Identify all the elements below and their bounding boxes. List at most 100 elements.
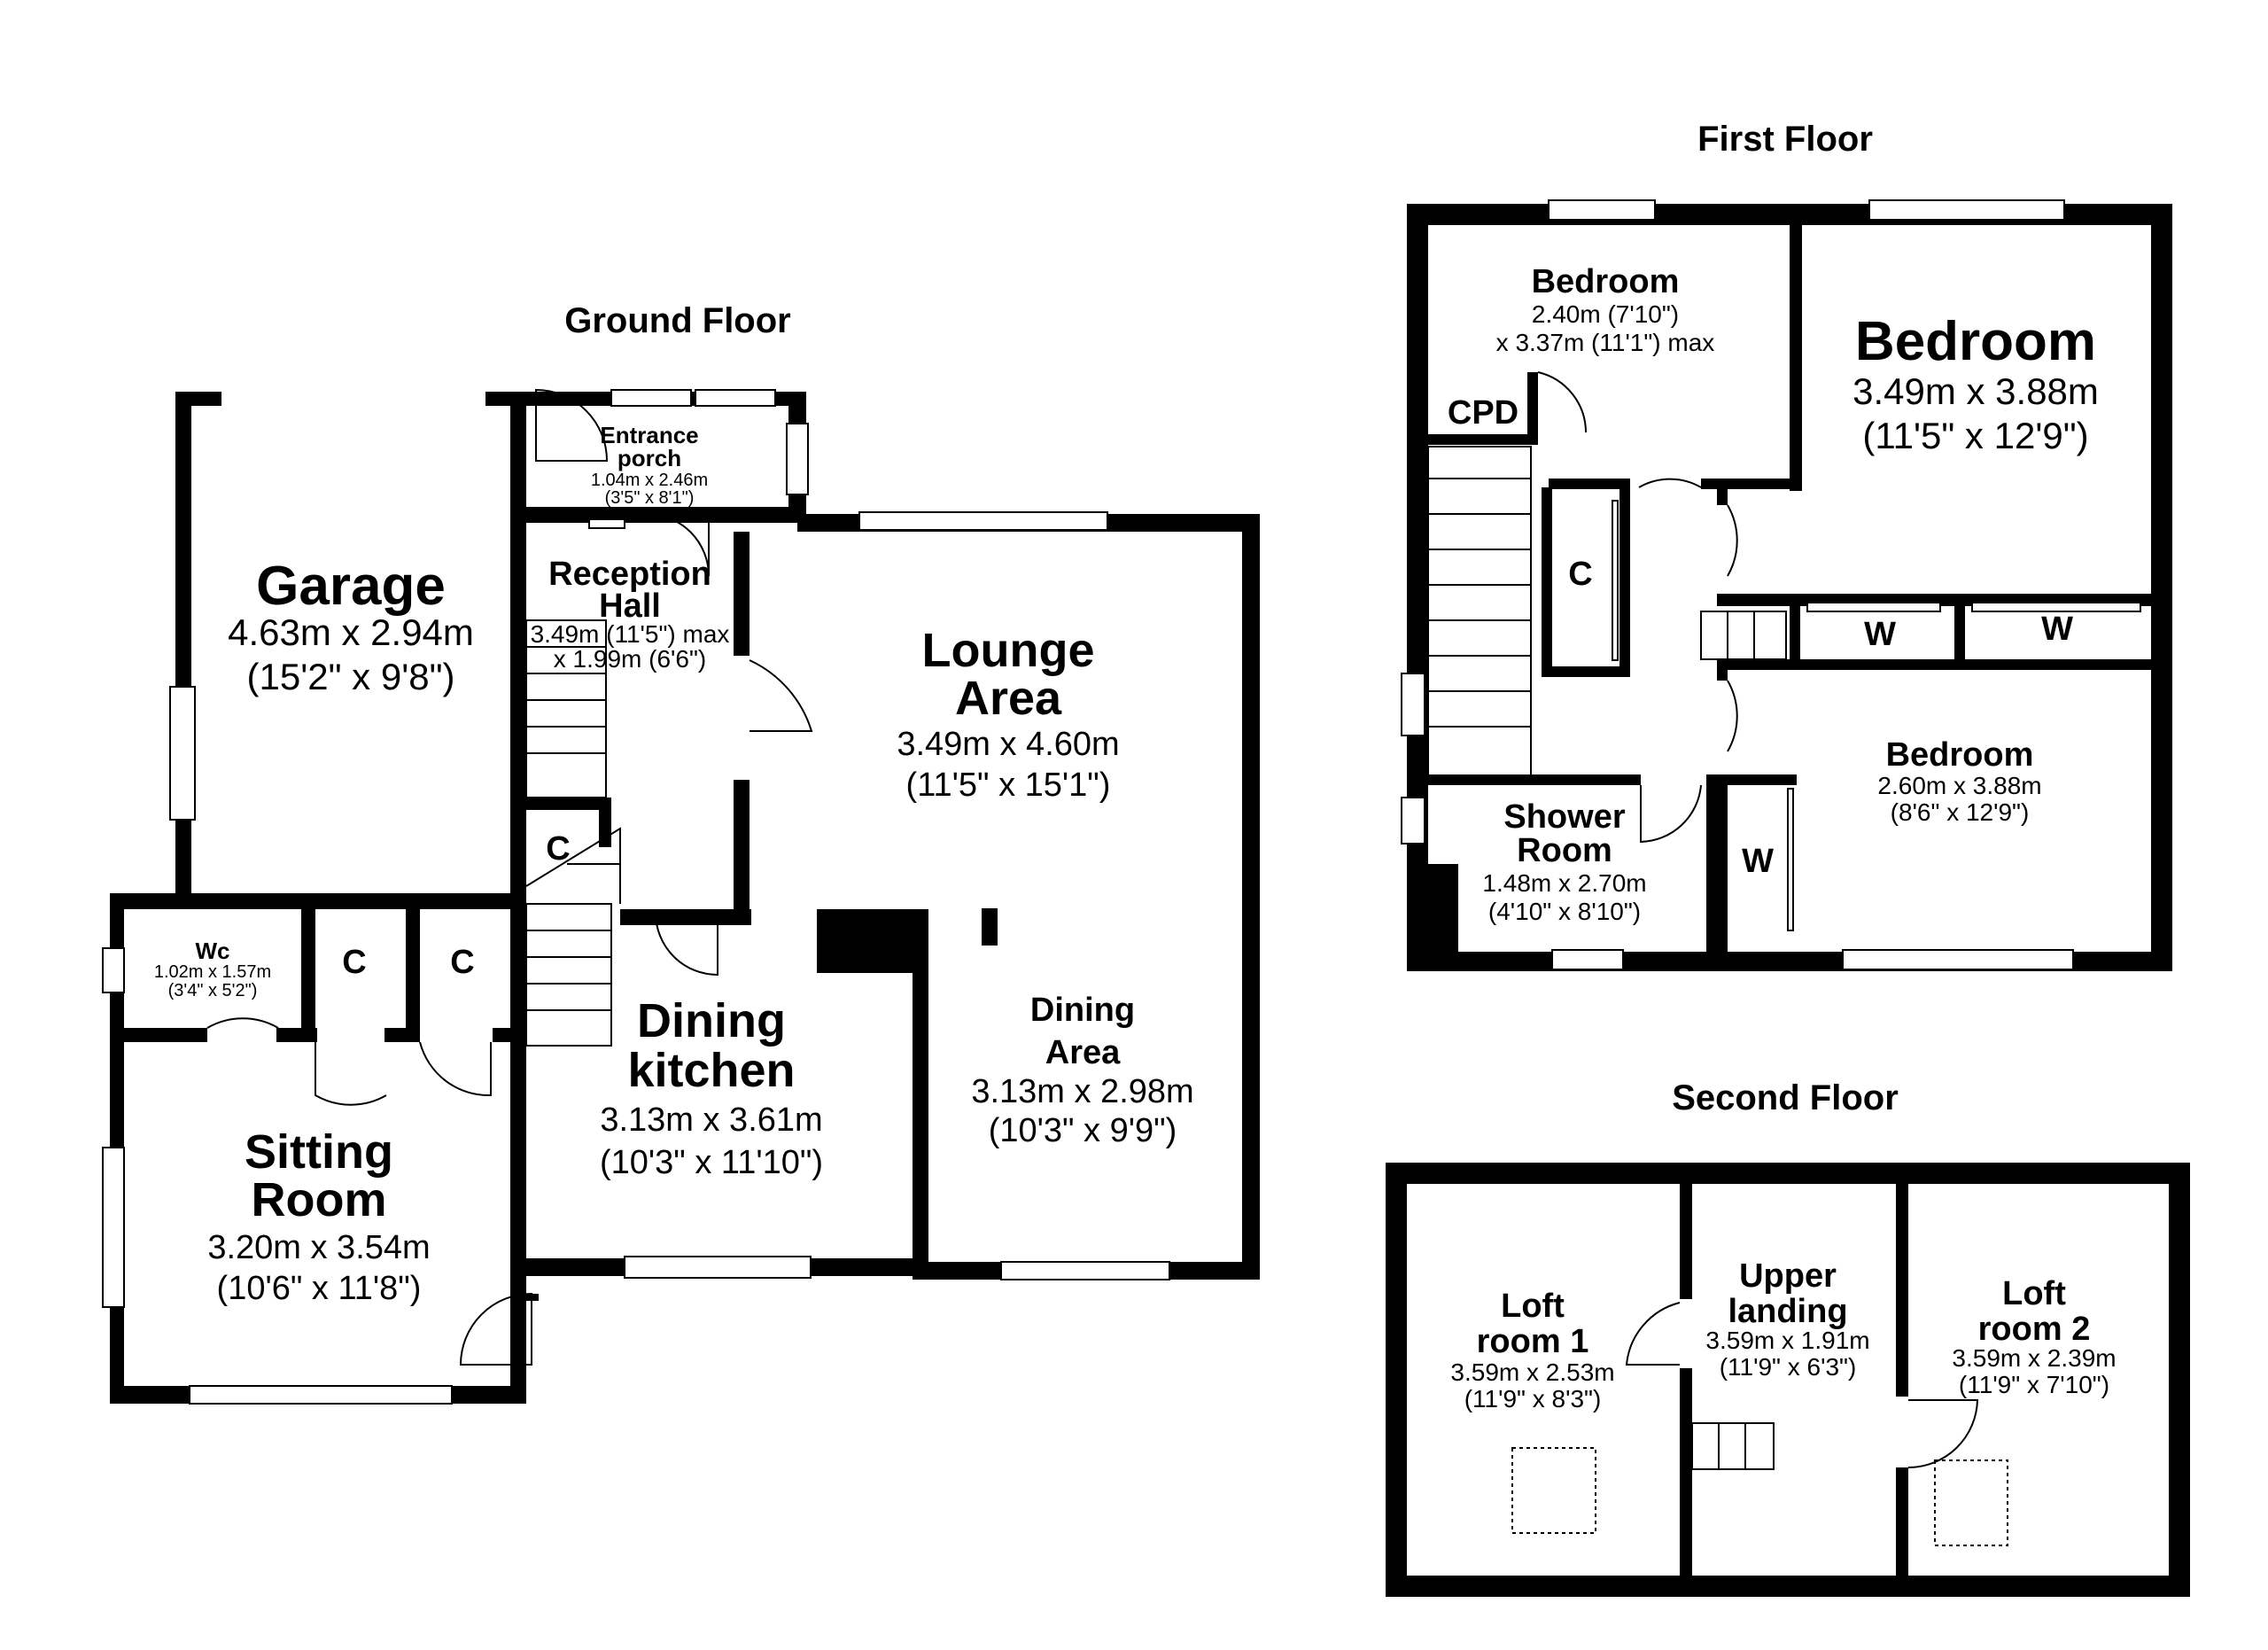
main-bedroom-dim-m: 3.49m x 3.88m [1852,370,2099,412]
dining-area-dim-ft: (10'3" x 9'9") [989,1112,1177,1149]
loft-room-2-dim-ft: (11'9" x 7'10") [1959,1371,2109,1398]
wardrobe-label-2: W [2041,611,2073,648]
cpd-label: CPD [1448,394,1518,432]
upper-landing-name-2: landing [1728,1293,1847,1330]
porch-inner-door [646,513,710,577]
loft-room-1-dim-ft: (11'9" x 8'3") [1464,1385,1602,1413]
loft-room-2-skylight [1934,1459,2008,1546]
cupboard-label-3: C [546,830,570,868]
main-bedroom-window [1868,199,2065,221]
main-bedroom-name: Bedroom [1855,311,2096,372]
kitchen-door [655,912,718,977]
sitting-room-back-door [459,1292,532,1366]
second-floor-stairs [1691,1422,1775,1470]
upper-landing-name-1: Upper [1739,1257,1837,1295]
wardrobe-label-3: W [1742,843,1774,880]
small-bedroom-window [1548,199,1656,221]
cpd-door [1537,371,1587,433]
landing-window [1401,673,1425,736]
cupboard-label-1: C [342,944,366,981]
third-bedroom-dim-m: 2.60m x 3.88m [1877,772,2041,799]
small-bedroom-dim-ft: x 3.37m (11'1") max [1496,329,1715,356]
wc-door [206,1017,279,1029]
upper-landing-dim-ft: (11'9" x 6'3") [1720,1353,1857,1381]
kitchen-name-1: Dining [637,994,786,1047]
shower-room-name-1: Shower [1503,798,1625,836]
cupboard-label-2: C [450,944,474,981]
first-floor-title: First Floor [1697,120,1873,159]
second-floor-plan: Loft room 1 3.59m x 2.53m (11'9" x 8'3")… [1386,1163,2190,1597]
wc-name: Wc [196,938,230,964]
sitting-room-name-2: Room [252,1173,387,1226]
small-bedroom-dim-m: 2.40m (7'10") [1532,300,1679,328]
sitting-room-patio-door [189,1385,453,1405]
dining-area-window [1000,1261,1170,1280]
shower-room-side-window [1401,797,1425,844]
kitchen-window [624,1256,812,1279]
wardrobe-label-1: W [1864,616,1896,653]
reception-dim-m: 3.49m (11'5") max [531,620,730,648]
ground-stairs [525,619,621,1047]
third-bedroom-window [1842,949,2074,970]
garage-window [169,686,196,821]
porch-dim-m: 1.04m x 2.46m [591,471,708,490]
loft-room-1-skylight [1511,1447,1596,1534]
dining-area-name-1: Dining [1030,992,1135,1029]
shower-room-dim-m: 1.48m x 2.70m [1482,869,1646,897]
garage-name: Garage [256,556,446,617]
lounge-window [858,511,1108,531]
dining-area-dim-m: 3.13m x 2.98m [971,1073,1193,1110]
porch-front-door [535,388,609,462]
lounge-name-1: Lounge [922,624,1095,677]
ground-floor-plan: Garage 4.63m x 2.94m (15'2" x 9'8") Entr… [102,388,1260,1405]
shower-room-door [1640,784,1702,844]
loft-room-2-door [1907,1399,1979,1468]
upper-landing-dim-m: 3.59m x 1.91m [1705,1327,1869,1354]
lounge-name-2: Area [955,672,1062,725]
loft-room-2-name-2: room 2 [1978,1311,2091,1348]
second-floor-title: Second Floor [1672,1078,1899,1117]
sitting-room-name-1: Sitting [245,1125,393,1179]
loft-room-1-dim-m: 3.59m x 2.53m [1450,1358,1614,1386]
sitting-room-dim-m: 3.20m x 3.54m [207,1229,430,1266]
porch-name-2: porch [617,445,681,471]
sitting-room-window [102,1147,125,1308]
cupboard-1-door [315,1042,387,1106]
main-bedroom-dim-ft: (11'5" x 12'9") [1862,415,2088,456]
wc-dim-ft: (3'4" x 5'2") [168,981,258,1000]
porch-dim-ft: (3'5" x 8'1") [605,488,695,508]
shower-room-name-2: Room [1517,832,1612,869]
porch-window-1 [610,389,692,407]
loft-room-1-name-2: room 1 [1477,1323,1589,1360]
first-floor-stairs [1427,446,1787,777]
garage-dim-m: 4.63m x 2.94m [228,611,474,653]
first-floor-plan: Bedroom 2.40m (7'10") x 3.37m (11'1") ma… [1401,199,2172,971]
wc-window [102,947,125,993]
airing-cupboard-label: C [1568,556,1592,593]
kitchen-dim-m: 3.13m x 3.61m [600,1101,822,1139]
third-bedroom-dim-ft: (8'6" x 12'9") [1891,798,2030,826]
dining-area-name-2: Area [1045,1034,1121,1071]
porch-name-1: Entrance [600,422,698,448]
kitchen-name-2: kitchen [627,1044,795,1097]
third-bedroom-name: Bedroom [1886,736,2034,774]
garage-dim-ft: (15'2" x 9'8") [247,656,455,697]
reception-dim-ft: x 1.99m (6'6") [554,645,706,673]
cupboard-2-door [419,1041,492,1097]
loft-room-1-name-1: Loft [1501,1288,1565,1325]
main-bedroom-door [1727,504,1738,577]
wc-dim-m: 1.02m x 1.57m [154,962,271,982]
ground-floor-title: Ground Floor [564,301,791,340]
shower-room-window [1551,949,1624,970]
lounge-door [749,659,813,732]
lounge-dim-m: 3.49m x 4.60m [897,726,1119,763]
porch-window-side [786,423,809,495]
loft-room-1-door [1625,1302,1681,1366]
loft-room-2-name-1: Loft [2002,1275,2066,1312]
shower-room-dim-ft: (4'10" x 8'10") [1488,898,1641,925]
lounge-dim-ft: (11'5" x 15'1") [906,767,1111,804]
reception-name-2: Hall [599,588,661,625]
kitchen-dim-ft: (10'3" x 11'10") [600,1144,823,1181]
small-bedroom-door [1638,478,1702,488]
